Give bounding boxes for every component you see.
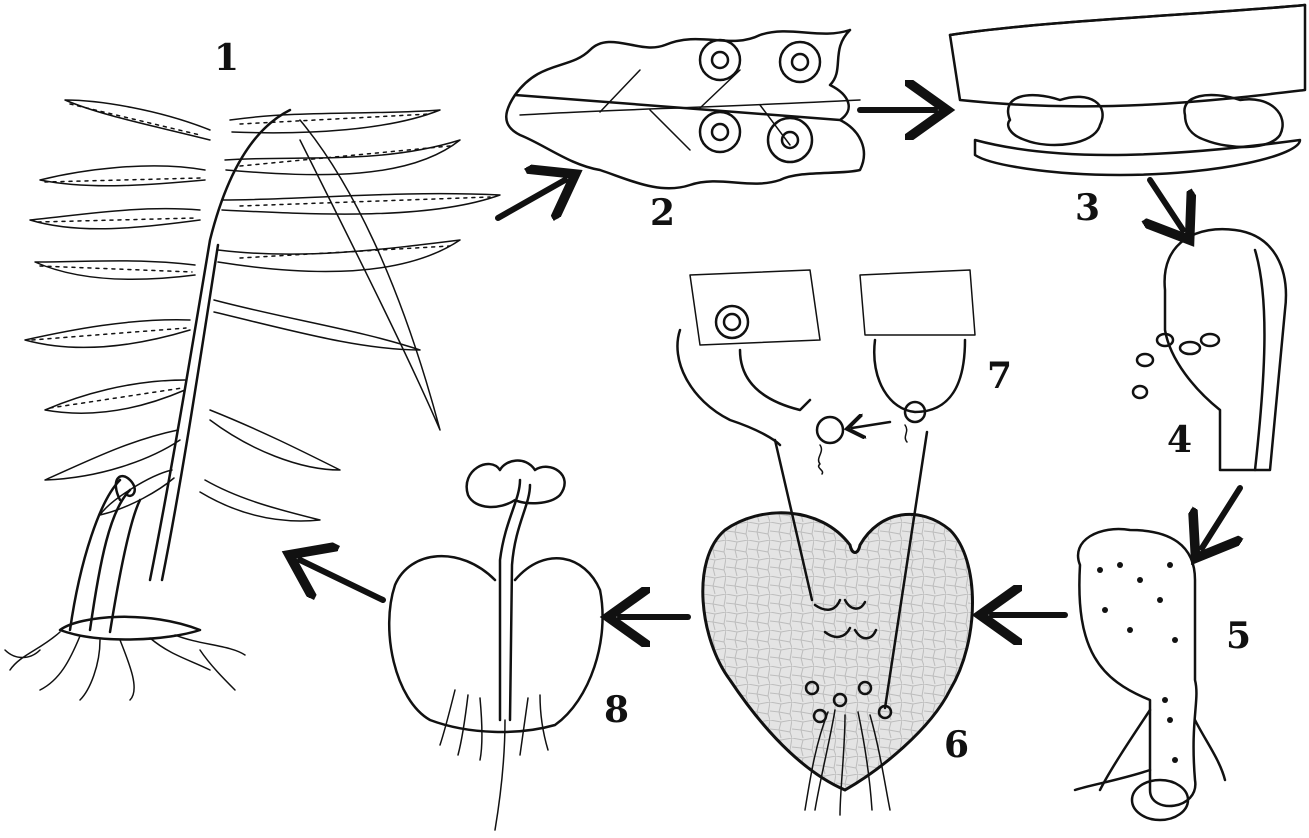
archegonium — [823, 626, 852, 639]
sporangium — [1183, 93, 1284, 149]
arrow-4-to-5 — [1202, 485, 1240, 548]
arrow-8-to-1 — [300, 560, 386, 603]
stage-6-prothallus-gametophyte: 6 — [701, 511, 974, 816]
stage-7-gametangia-detail: 7 — [676, 269, 1012, 710]
sorus — [698, 38, 742, 82]
spore — [1199, 332, 1221, 348]
stage-1-sporophyte-fern: 1 — [4, 37, 501, 701]
arrow-3-to-4 — [1150, 177, 1183, 230]
antheridium — [804, 680, 820, 696]
stage-label-7: 7 — [987, 355, 1012, 397]
stage-label-6: 6 — [944, 724, 969, 766]
stage-2-pinnule-with-sori: 2 — [505, 28, 866, 234]
antheridium — [832, 692, 848, 708]
sorus — [766, 116, 814, 164]
egg-cell — [714, 304, 750, 340]
spore — [1155, 332, 1175, 348]
spore — [1135, 352, 1155, 368]
sperm-cell — [815, 415, 845, 475]
stage-4-sporangium-releasing-spores: 4 — [1131, 227, 1288, 472]
archegonium — [843, 598, 867, 610]
sorus — [698, 110, 742, 154]
sperm-cell — [903, 400, 927, 443]
stage-label-1: 1 — [214, 37, 239, 79]
stage-label-8: 8 — [604, 689, 629, 731]
stage-label-3: 3 — [1075, 187, 1100, 229]
stage-3-sorus-cross-section: 3 — [948, 3, 1307, 229]
stage-label-4: 4 — [1167, 419, 1192, 461]
stage-label-2: 2 — [650, 192, 675, 234]
antheridium — [857, 680, 873, 696]
spore — [1178, 340, 1202, 356]
spore — [1131, 384, 1149, 400]
stage-label-5: 5 — [1226, 615, 1251, 657]
stage-5-germinating-protonema: 5 — [1073, 527, 1251, 822]
archegonium — [813, 598, 842, 611]
sorus — [778, 40, 822, 84]
arrow-1-to-2 — [495, 180, 565, 221]
sporangium — [1006, 93, 1104, 147]
archegonium — [853, 628, 878, 640]
cycle-arrows — [300, 110, 1240, 617]
stage-8-young-sporophyte: 8 — [388, 459, 629, 831]
